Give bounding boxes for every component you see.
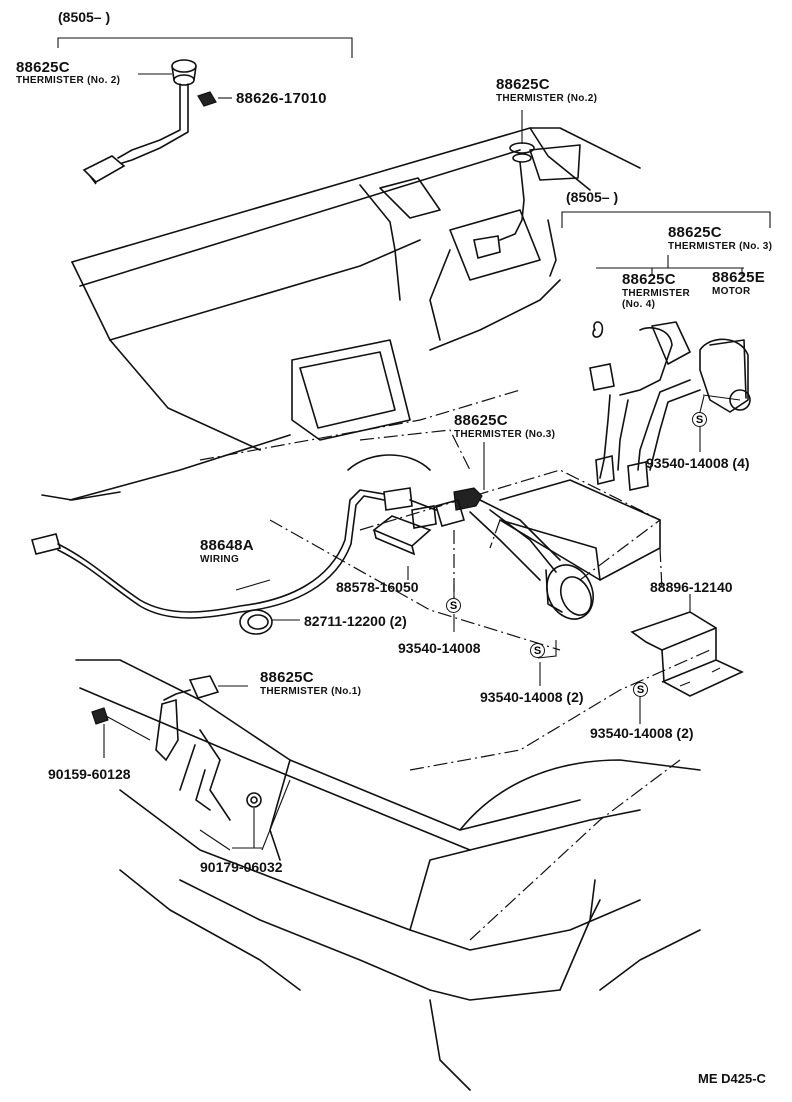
pad-part — [372, 515, 432, 556]
pad-part-number: 88578-16050 — [336, 579, 419, 595]
nut-part-number: 90179-06032 — [200, 859, 283, 875]
cap-part-number: 88626-17010 — [236, 90, 327, 107]
s-symbol-mid: S — [446, 598, 461, 613]
cap-part — [197, 91, 232, 107]
serial-bracket-top-left — [57, 37, 353, 58]
thermister-no3-mid-part-number: 88625C — [454, 412, 508, 429]
s-symbol-low: S — [530, 643, 545, 658]
screw-mid-part-number: 93540-14008 — [398, 640, 481, 656]
clamp-part — [239, 609, 300, 635]
thermister-no3-mid-description: THERMISTER (No.3) — [454, 429, 556, 440]
thermister-no2-top-part-number: 88625C — [496, 76, 550, 93]
bolt-part-number: 90159-60128 — [48, 766, 131, 782]
thermister-no4-description: THERMISTER — [622, 288, 690, 299]
thermister-no2-top-description: THERMISTER (No.2) — [496, 93, 598, 104]
nut-part — [199, 779, 291, 851]
serial-range-top-left: (8505– ) — [58, 9, 111, 25]
thermister-no3-mid-part — [434, 442, 594, 620]
clamp-part-number: 82711-12200 (2) — [304, 613, 407, 629]
thermister-no1-part — [155, 675, 248, 762]
serial-range-right: (8505– ) — [566, 189, 619, 205]
motor-part-number: 88625E — [712, 269, 765, 286]
serial-bracket-right — [561, 211, 771, 276]
thermister-no4-motor-assembly — [589, 321, 751, 491]
thermister-no4-part-number: 88625C — [622, 271, 676, 288]
wiring-part-number: 88648A — [200, 537, 254, 554]
wiring-harness-part — [31, 487, 437, 619]
thermister-no1-description: THERMISTER (No.1) — [260, 686, 362, 697]
thermister-no2-top-part — [473, 110, 535, 259]
thermister-no2-left-description: THERMISTER (No. 2) — [16, 75, 121, 86]
wiring-description: WIRING — [200, 554, 240, 565]
leader-lines — [138, 73, 705, 724]
screw-bracket-part-number: 93540-14008 (2) — [590, 725, 694, 741]
thermister-no3-right-part-number: 88625C — [668, 224, 722, 241]
thermister-no3-right-description: THERMISTER (No. 3) — [668, 241, 773, 252]
instrument-panel — [41, 127, 641, 501]
bolt-part — [91, 707, 151, 758]
thermister-no4-number: (No. 4) — [622, 299, 656, 310]
screw-right-part-number: 93540-14008 (4) — [646, 455, 750, 471]
drawing-code: ME D425-C — [698, 1071, 766, 1086]
screw-low-part-number: 93540-14008 (2) — [480, 689, 584, 705]
bracket-part — [630, 594, 744, 697]
thermister-no2-left-part-number: 88625C — [16, 59, 70, 76]
motor-description: MOTOR — [712, 286, 751, 297]
thermister-no1-part-number: 88625C — [260, 669, 314, 686]
s-symbol-bracket: S — [633, 682, 648, 697]
bracket-part-number: 88896-12140 — [650, 579, 733, 595]
lower-body-panel — [75, 649, 711, 1091]
s-symbol-right: S — [692, 412, 707, 427]
thermister-no2-left-part — [82, 59, 197, 185]
